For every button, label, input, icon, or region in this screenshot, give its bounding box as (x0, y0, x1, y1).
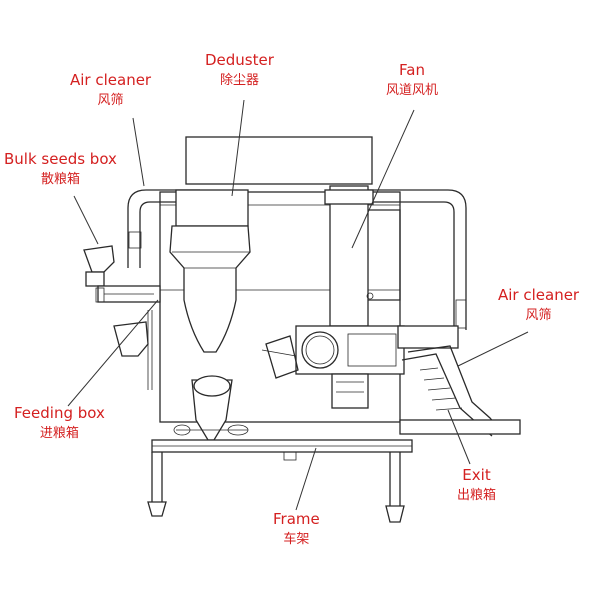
air-duct-left (127, 189, 200, 268)
main-body (159, 191, 401, 423)
bulk-seeds-box (83, 245, 115, 273)
label-frame: Frame 车架 (273, 510, 320, 547)
leader-deduster (231, 99, 245, 197)
label-air-cleaner-left-zh: 风筛 (97, 93, 124, 108)
top-housing (185, 136, 373, 185)
leader-fan (351, 109, 415, 249)
label-bulk-seeds-box-zh: 散粮箱 (40, 172, 80, 187)
label-exit-en: Exit (462, 466, 491, 484)
label-frame-zh: 车架 (283, 532, 310, 547)
label-frame-en: Frame (273, 510, 320, 528)
label-feeding-box-zh: 进粮箱 (39, 426, 79, 441)
deduster-body (169, 225, 251, 353)
feeding-box (113, 321, 149, 357)
label-fan-en: Fan (399, 61, 425, 79)
frame-leg-left (151, 452, 163, 502)
label-air-cleaner-right-zh: 风筛 (525, 308, 552, 323)
leader-frame (295, 447, 317, 511)
fan-wheel (301, 331, 339, 369)
leader-exit (447, 409, 471, 465)
leader-air-cleaner-left (132, 117, 145, 187)
label-bulk-seeds-box: Bulk seeds box 散粮箱 (4, 150, 117, 187)
label-air-cleaner-right: Air cleaner 风筛 (498, 286, 580, 323)
label-deduster-en: Deduster (205, 51, 274, 69)
air-duct-right (360, 189, 467, 330)
label-air-cleaner-right-en: Air cleaner (498, 286, 580, 304)
label-air-cleaner-left-en: Air cleaner (70, 71, 152, 89)
exit-chute (407, 345, 501, 431)
sieve-right (397, 325, 459, 349)
leader-feeding-box (67, 299, 159, 407)
label-feeding-box-en: Feeding box (14, 404, 105, 422)
label-fan-zh: 风道风机 (386, 83, 439, 98)
label-feeding-box: Feeding box 进粮箱 (14, 404, 105, 441)
frame-leg-right (389, 452, 401, 506)
label-bulk-seeds-box-en: Bulk seeds box (4, 150, 117, 168)
label-exit: Exit 出粮箱 (457, 466, 497, 503)
deduster-top (175, 189, 249, 227)
label-air-cleaner-left: Air cleaner 风筛 (70, 71, 152, 108)
fan-duct (329, 185, 369, 327)
label-fan: Fan 风道风机 (386, 61, 439, 98)
leader-air-cleaner-right (457, 331, 529, 367)
label-deduster-zh: 除尘器 (219, 73, 259, 88)
label-deduster: Deduster 除尘器 (205, 51, 274, 88)
label-exit-zh: 出粮箱 (457, 488, 497, 503)
leader-bulk-seeds-box (73, 195, 99, 245)
